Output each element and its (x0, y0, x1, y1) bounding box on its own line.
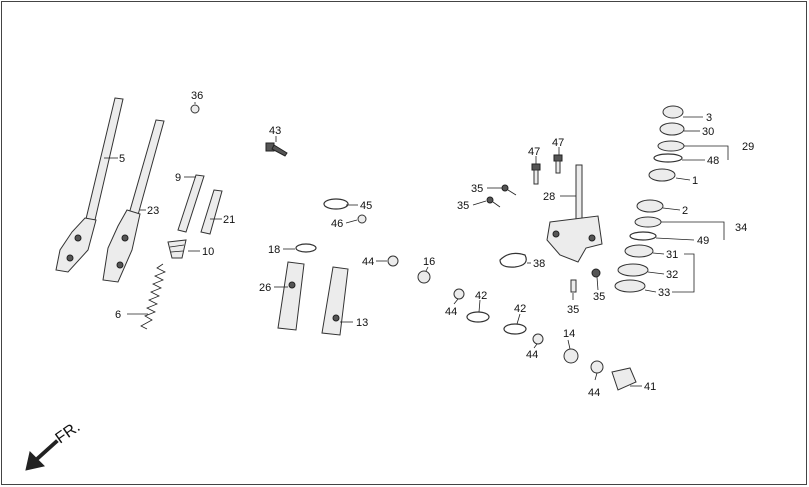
fork-tube-left (55, 97, 124, 273)
callout-35-c: 35 (567, 304, 579, 316)
callout-28: 28 (543, 191, 555, 203)
callout-42-b: 42 (514, 303, 526, 315)
callout-23: 23 (147, 205, 159, 217)
callout-44-d: 44 (588, 387, 600, 399)
washer-44c (532, 333, 544, 345)
callout-45: 45 (360, 200, 372, 212)
callout-labels: 5 23 6 9 10 21 36 43 45 46 18 26 13 44 1… (115, 90, 754, 399)
steering-stem (546, 164, 603, 263)
damper-pipe (177, 174, 205, 233)
callout-47-b: 47 (552, 137, 564, 149)
ring-42b (503, 323, 527, 335)
callout-26: 26 (259, 282, 271, 294)
callout-42-a: 42 (475, 290, 487, 302)
o-ring-45 (323, 198, 349, 210)
front-direction-indicator: FR. (25, 419, 83, 471)
wire-clip-38 (499, 252, 527, 268)
callout-5: 5 (119, 153, 125, 165)
bottom-case-right (321, 266, 349, 336)
nut-14 (563, 348, 579, 364)
fork-spring (140, 263, 166, 330)
callout-29: 29 (742, 141, 754, 153)
spacer-pipe (200, 189, 223, 235)
washer-44b (453, 288, 465, 300)
callout-21: 21 (223, 214, 235, 226)
callout-44-b: 44 (445, 306, 457, 318)
bottom-case-left (277, 261, 305, 331)
washer-44a (387, 255, 399, 267)
callout-13: 13 (356, 317, 368, 329)
bolt-35c (570, 279, 577, 293)
bearing-stack (614, 105, 685, 293)
callout-6: 6 (115, 309, 121, 321)
bolt-47b (553, 154, 563, 174)
callout-18: 18 (268, 244, 280, 256)
callout-3: 3 (706, 112, 712, 124)
nut-46 (357, 214, 367, 224)
cone-spring (167, 239, 187, 259)
callout-10: 10 (202, 246, 214, 258)
callout-30: 30 (702, 126, 714, 138)
callout-16: 16 (423, 256, 435, 268)
ring-42a (466, 311, 490, 323)
callout-33: 33 (658, 287, 670, 299)
callout-36: 36 (191, 90, 203, 102)
fork-tube-right (102, 119, 165, 283)
bolt-47a (531, 163, 541, 185)
callout-9: 9 (175, 172, 181, 184)
bolt-43 (265, 142, 288, 157)
callout-35-d: 35 (593, 291, 605, 303)
callout-32: 32 (666, 269, 678, 281)
callout-35-a: 35 (471, 183, 483, 195)
callout-35-b: 35 (457, 200, 469, 212)
front-arrow-icon (25, 439, 59, 471)
callout-2: 2 (682, 205, 688, 217)
callout-43: 43 (269, 125, 281, 137)
callout-44-a: 44 (362, 256, 374, 268)
bolt-35d (591, 268, 601, 278)
callout-31: 31 (666, 249, 678, 261)
callout-34: 34 (735, 222, 747, 234)
ring-18 (295, 243, 317, 253)
callout-38: 38 (533, 258, 545, 270)
cap-41 (611, 367, 637, 391)
bolt-35b (486, 196, 501, 208)
callout-14: 14 (563, 328, 575, 340)
callout-1: 1 (692, 175, 698, 187)
callout-48: 48 (707, 155, 719, 167)
callout-44-c: 44 (526, 349, 538, 361)
bolt-35a (501, 184, 517, 196)
nut-16 (417, 270, 431, 284)
callout-49: 49 (697, 235, 709, 247)
washer-36 (190, 104, 200, 114)
callout-41: 41 (644, 381, 656, 393)
leader-lines (104, 102, 729, 387)
washer-44d (590, 360, 604, 374)
callout-47-a: 47 (528, 146, 540, 158)
callout-46: 46 (331, 218, 343, 230)
